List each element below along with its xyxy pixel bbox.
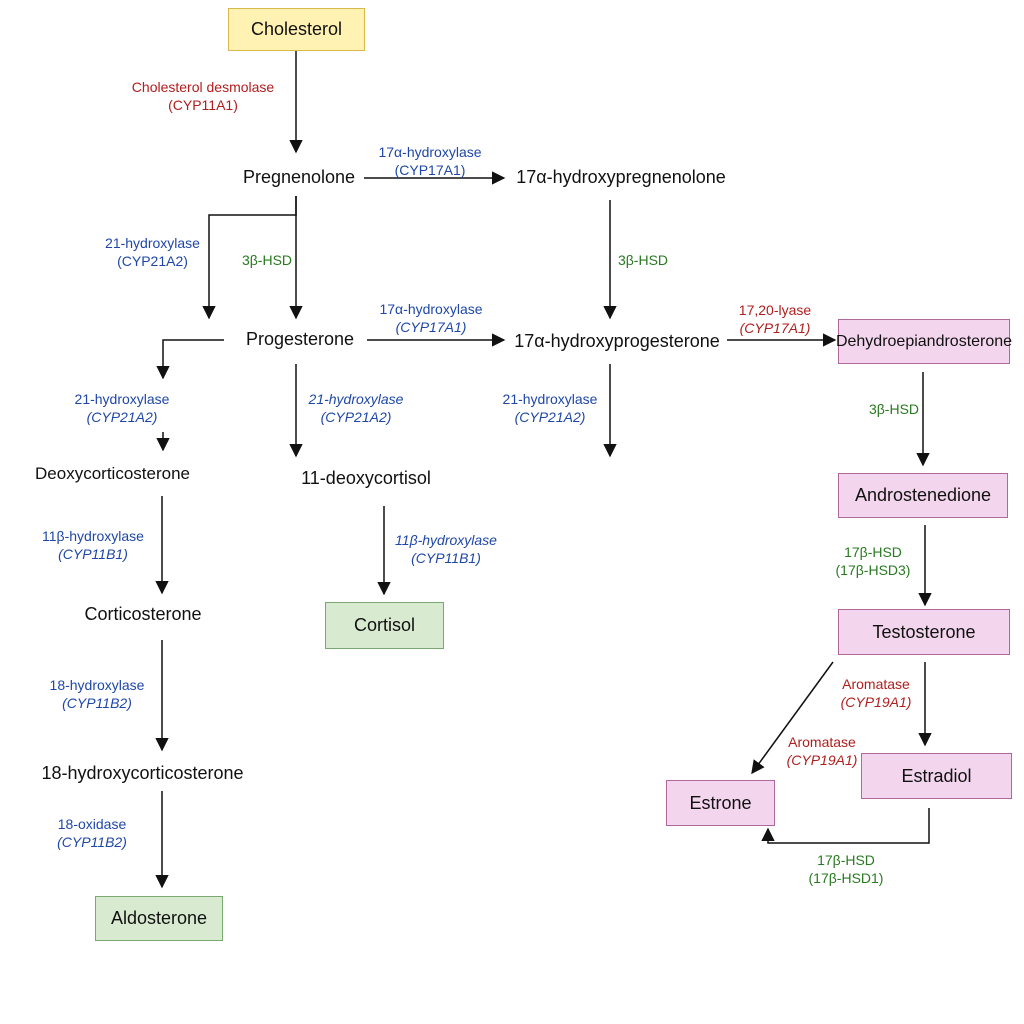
arrow-progesterone-to-deoxycorticosterone (156, 339, 224, 380)
enzyme-label-3b-hsd-2: 3β-HSD (617, 252, 669, 268)
enzyme-label-21-hydroxylase-3: 21-hydroxylase(CYP21A2) (308, 391, 404, 425)
estrone-box: Estrone (666, 780, 775, 826)
enzyme-label-18-hydroxylase: 18-hydroxylase(CYP11B2) (49, 677, 145, 711)
enzyme-label-3b-hsd-3: 3β-HSD (868, 401, 920, 417)
enzyme-label-17a-hydroxylase-1: 17α-hydroxylase(CYP17A1) (378, 144, 482, 178)
17oh-pregnenolone-node: 17α-hydroxypregnenolone (516, 167, 726, 187)
enzyme-label-11b-hydroxylase-1: 11β-hydroxylase(CYP11B1) (42, 528, 144, 562)
enzyme-label-21-hydroxylase-1: 21-hydroxylase(CYP21A2) (105, 235, 200, 269)
enzyme-label-17b-hsd1: 17β-HSD(17β-HSD1) (808, 852, 884, 886)
arrow-estradiol-to-estrone (761, 808, 930, 844)
corticosterone-node: Corticosterone (84, 604, 202, 624)
enzyme-label-21-hydroxylase-2: 21-hydroxylase(CYP21A2) (74, 391, 170, 425)
enzyme-label-cholesterol-desmolase: Cholesterol desmolase(CYP11A1) (131, 79, 275, 113)
androstenedione-box: Androstenedione (838, 473, 1008, 518)
enzyme-label-aromatase-1: Aromatase(CYP19A1) (840, 676, 912, 710)
testosterone-box: Testosterone (838, 609, 1010, 655)
enzyme-label-17b-hsd3: 17β-HSD(17β-HSD3) (835, 544, 911, 578)
enzyme-label-11b-hydroxylase-2: 11β-hydroxylase(CYP11B1) (395, 532, 497, 566)
dhea-box: Dehydroepiandrosterone (836, 319, 1012, 364)
pregnenolone-node: Pregnenolone (242, 167, 356, 187)
enzyme-label-21-hydroxylase-4: 21-hydroxylase(CYP21A2) (502, 391, 598, 425)
deoxycorticosterone-node: Deoxycorticosterone (35, 464, 190, 483)
enzyme-label-17-20-lyase: 17,20-lyase(CYP17A1) (738, 302, 812, 336)
progesterone-node: Progesterone (245, 329, 355, 349)
11-deoxycortisol-node: 11-deoxycortisol (301, 468, 431, 488)
17oh-progesterone-node: 17α-hydroxyprogesterone (514, 331, 720, 351)
cortisol-box: Cortisol (325, 602, 444, 649)
cholesterol-box: Cholesterol (228, 8, 365, 51)
estradiol-box: Estradiol (861, 753, 1012, 799)
arrow-testosterone-to-estrone (751, 661, 834, 775)
18-hydroxycorticosterone-node: 18-hydroxycorticosterone (41, 763, 244, 783)
enzyme-label-17a-hydroxylase-2: 17α-hydroxylase(CYP17A1) (379, 301, 483, 335)
aldosterone-box: Aldosterone (95, 896, 223, 941)
enzyme-label-aromatase-2: Aromatase(CYP19A1) (786, 734, 858, 768)
enzyme-label-18-oxidase: 18-oxidase(CYP11B2) (57, 816, 127, 850)
enzyme-label-3b-hsd-1: 3β-HSD (241, 252, 293, 268)
